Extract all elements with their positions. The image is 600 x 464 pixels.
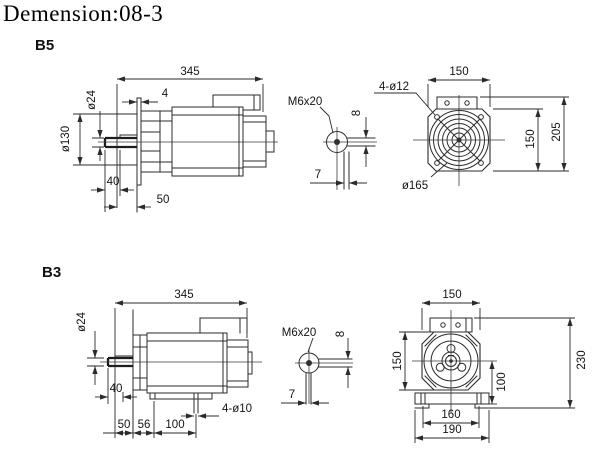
b5-dim-spigot-diameter: ø130 — [60, 113, 137, 166]
dim-label: 50 — [118, 419, 131, 431]
b3-front-view: 150 150 100 230 — [392, 289, 588, 443]
b5-dim-frame-height: 150 — [493, 108, 569, 172]
dim-label: 345 — [174, 289, 193, 301]
terminal-box-hole — [440, 322, 446, 328]
dim-label: ø165 — [402, 180, 428, 192]
b5-motor-outline — [136, 94, 275, 213]
b3-side-view: 345 ø24 40 4-ø10 — [76, 289, 262, 439]
thread-label: M6x20 — [282, 327, 317, 339]
dim-label: ø24 — [76, 311, 88, 331]
b5-dim-shaft-diameter: ø24 — [86, 89, 104, 161]
dim-label: 4-ø12 — [379, 81, 409, 93]
b5-dim-key-height: 8 — [351, 110, 369, 167]
b3-dim-foot-hole-spacing: 160 — [422, 406, 480, 428]
b5-dim-key-length: 40 — [91, 150, 134, 212]
section-b3: B3 345 ø24 — [42, 264, 588, 443]
dim-label: 4 — [162, 88, 169, 100]
dim-label: 230 — [576, 350, 588, 369]
flange-hole — [478, 114, 484, 120]
dim-label: 56 — [138, 419, 151, 431]
b3-dim-key-height: 8 — [335, 331, 351, 388]
b5-shaft-end-detail: M6x20 8 7 — [288, 96, 377, 190]
dim-label: 190 — [442, 424, 461, 436]
b3-dim-foot-width: 190 — [414, 410, 490, 443]
dim-label: ø24 — [86, 89, 98, 109]
dim-label: 7 — [315, 169, 321, 181]
b5-dim-overall-height: 205 — [480, 96, 569, 172]
b5-shaft — [103, 136, 137, 149]
dim-label: ø130 — [60, 126, 72, 152]
flange-hole — [434, 114, 440, 120]
dim-label: 100 — [496, 372, 508, 391]
b3-shaft-end-detail: M6x20 8 7 — [281, 327, 353, 406]
section-label-b5: B5 — [35, 37, 54, 54]
b5-dim-shaft-extension: 50 — [104, 194, 170, 210]
dim-label: 8 — [335, 331, 347, 337]
corner-gussets — [424, 334, 478, 388]
dim-label: 40 — [110, 383, 123, 395]
dim-label: 50 — [157, 194, 170, 206]
b5-dim-key-width: 7 — [310, 169, 367, 186]
thread-leader-line — [319, 106, 334, 134]
b3-feet — [414, 392, 490, 409]
dim-label: 205 — [551, 122, 563, 141]
dim-label: 160 — [441, 409, 460, 421]
dim-label: 150 — [449, 66, 468, 78]
b5-rear-view: 150 4-ø12 ø165 150 205 — [374, 66, 569, 192]
b5-dim-frame-width: 150 — [427, 66, 491, 107]
terminal-box-hole — [444, 100, 450, 106]
section-label-b3: B3 — [42, 264, 61, 281]
section-b5: B5 345 4 — [35, 37, 569, 213]
b5-side-view: 345 4 ø24 ø130 — [60, 66, 278, 213]
leader-line — [430, 162, 448, 178]
b3-dim-center-height: 100 — [489, 360, 508, 405]
b3-dim-frame-height: 150 — [392, 331, 435, 391]
terminal-box-hole — [455, 322, 461, 328]
key-slot-lines — [305, 358, 353, 405]
b5-terminal-box — [436, 96, 478, 110]
b5-dim-flange-thickness: 4 — [122, 88, 169, 105]
key-slot-lines — [343, 137, 376, 190]
thread-leader-line — [307, 337, 314, 353]
terminal-box-hole — [464, 100, 470, 106]
flange-hole — [434, 160, 440, 166]
b5-shaft-key-line — [119, 134, 138, 139]
b3-dim-frame-width: 150 — [421, 289, 481, 330]
b3-dim-foot-holes: 4-ø10 — [181, 403, 252, 419]
b3-dim-key-length: 40 — [95, 368, 137, 404]
dim-label: 150 — [525, 129, 537, 148]
b3-dim-overall-length: 345 — [114, 289, 248, 438]
dim-label: 150 — [392, 351, 404, 370]
leader-line — [374, 92, 436, 116]
b3-motor-outline — [132, 309, 253, 439]
b3-dim-bottom-chain: 50 56 100 — [103, 401, 197, 438]
thread-label: M6x20 — [288, 96, 323, 108]
dim-label: 100 — [165, 419, 184, 431]
b5-label-bolt-circle: ø165 — [402, 162, 448, 192]
page-title: Demension:08-3 — [3, 1, 164, 26]
b3-dim-overall-height: 230 — [474, 317, 588, 409]
dim-label: 8 — [351, 110, 363, 116]
b3-dim-key-width: 7 — [281, 389, 329, 406]
dim-label: 40 — [107, 176, 120, 188]
dim-label: 4-ø10 — [222, 403, 252, 415]
b3-dim-shaft-diameter: ø24 — [76, 311, 104, 385]
b5-label-flange-holes: 4-ø12 — [374, 81, 436, 116]
flange-hole — [478, 160, 484, 166]
dim-label: 345 — [180, 66, 199, 78]
b5-dim-overall-length: 345 — [116, 66, 264, 208]
dim-label: 7 — [289, 389, 295, 401]
dim-label: 150 — [442, 289, 461, 301]
